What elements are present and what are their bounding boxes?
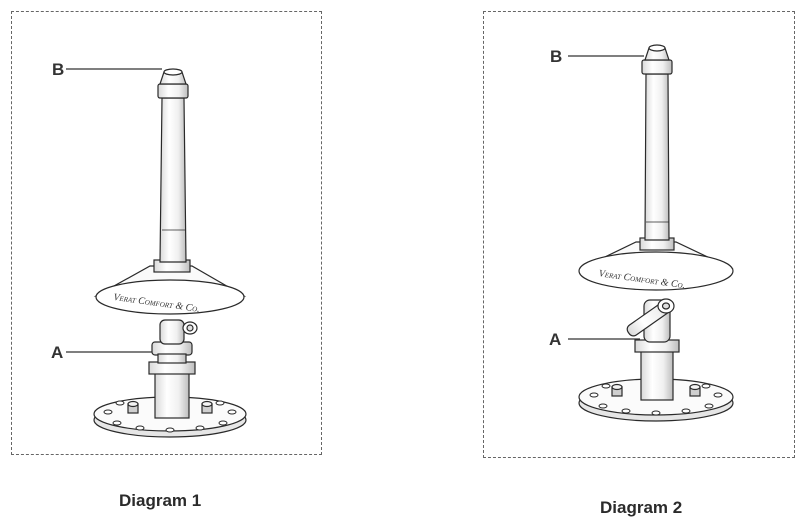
- diagram-2-caption: Diagram 2: [600, 498, 683, 517]
- swivel-knuckle-tilted: [626, 298, 675, 343]
- diagram-2-frame: [483, 11, 795, 458]
- callout-b-diagram-2: B: [550, 47, 563, 66]
- swivel-knuckle: [151, 319, 198, 364]
- upper-pipe: [159, 97, 187, 263]
- lower-pipe: [154, 371, 190, 419]
- upper-pipe: [644, 73, 670, 241]
- callout-a-diagram-2: A: [549, 330, 562, 349]
- bolt-right: [689, 383, 701, 397]
- diagram-1-fixture: Verat Comfort & Co.: [93, 68, 247, 438]
- lower-pipe: [640, 349, 674, 401]
- nozzle-tip: [157, 68, 189, 99]
- diagram-2-fixture: Verat Comfort & Co.: [578, 44, 734, 422]
- diagram-1-caption: Diagram 1: [119, 491, 202, 510]
- callout-b-diagram-1: B: [52, 60, 65, 79]
- bolt-right: [201, 400, 213, 414]
- nozzle-tip: [641, 44, 673, 75]
- bolt-left: [611, 383, 623, 397]
- callout-a-diagram-1: A: [51, 343, 64, 362]
- conical-shade: Verat Comfort & Co.: [578, 241, 734, 291]
- conical-shade: Verat Comfort & Co.: [93, 265, 247, 315]
- bolt-left: [127, 400, 139, 414]
- lower-nut: [148, 361, 196, 375]
- diagram-1-frame: [11, 11, 322, 455]
